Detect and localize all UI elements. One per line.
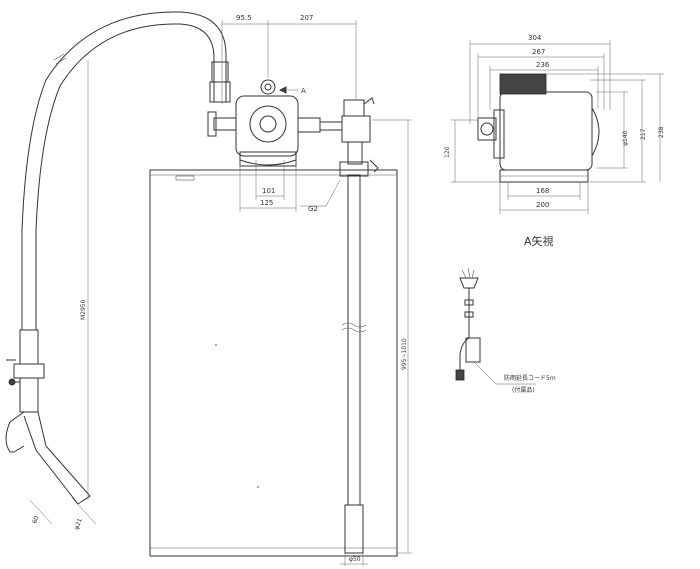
cord-note: 防雨延長コード5m xyxy=(504,374,556,382)
dim-200: 200 xyxy=(536,201,549,209)
view-a-title: A矢視 xyxy=(524,234,554,248)
dim-168: 168 xyxy=(536,187,549,195)
cord-note-sub: (付属品) xyxy=(512,386,535,394)
dim-125: 125 xyxy=(260,199,273,207)
a-view-dimensions xyxy=(451,40,664,214)
suction-pipe xyxy=(339,161,369,554)
delivery-hose xyxy=(5,11,231,505)
extension-cord xyxy=(455,267,536,385)
pump-body xyxy=(207,79,379,173)
dim-95-5: 95.5 xyxy=(236,14,252,22)
dim-phi50: φ50 xyxy=(349,556,361,563)
text-labels: 95.5 207 101 125 G2 A M2950 995~1010 60 … xyxy=(31,14,665,563)
a-view-motor xyxy=(477,73,600,183)
dim-995-1010: 995~1010 xyxy=(401,338,408,370)
dim-phi140: φ140 xyxy=(622,130,629,146)
dim-267: 267 xyxy=(532,48,545,56)
dim-m2950: M2950 xyxy=(80,299,87,320)
dim-236: 236 xyxy=(536,61,550,69)
dim-238: 238 xyxy=(658,126,665,138)
dim-217: 217 xyxy=(640,128,647,140)
dim-207: 207 xyxy=(300,14,313,22)
dim-phi21: φ21 xyxy=(73,517,84,530)
dim-304: 304 xyxy=(528,34,542,42)
dim-60: 60 xyxy=(31,515,40,525)
dim-101: 101 xyxy=(262,187,275,195)
side-dimensions xyxy=(29,20,412,566)
dim-120: 120 xyxy=(444,146,451,158)
marker-a: A xyxy=(301,87,306,95)
dim-g2: G2 xyxy=(308,205,318,213)
